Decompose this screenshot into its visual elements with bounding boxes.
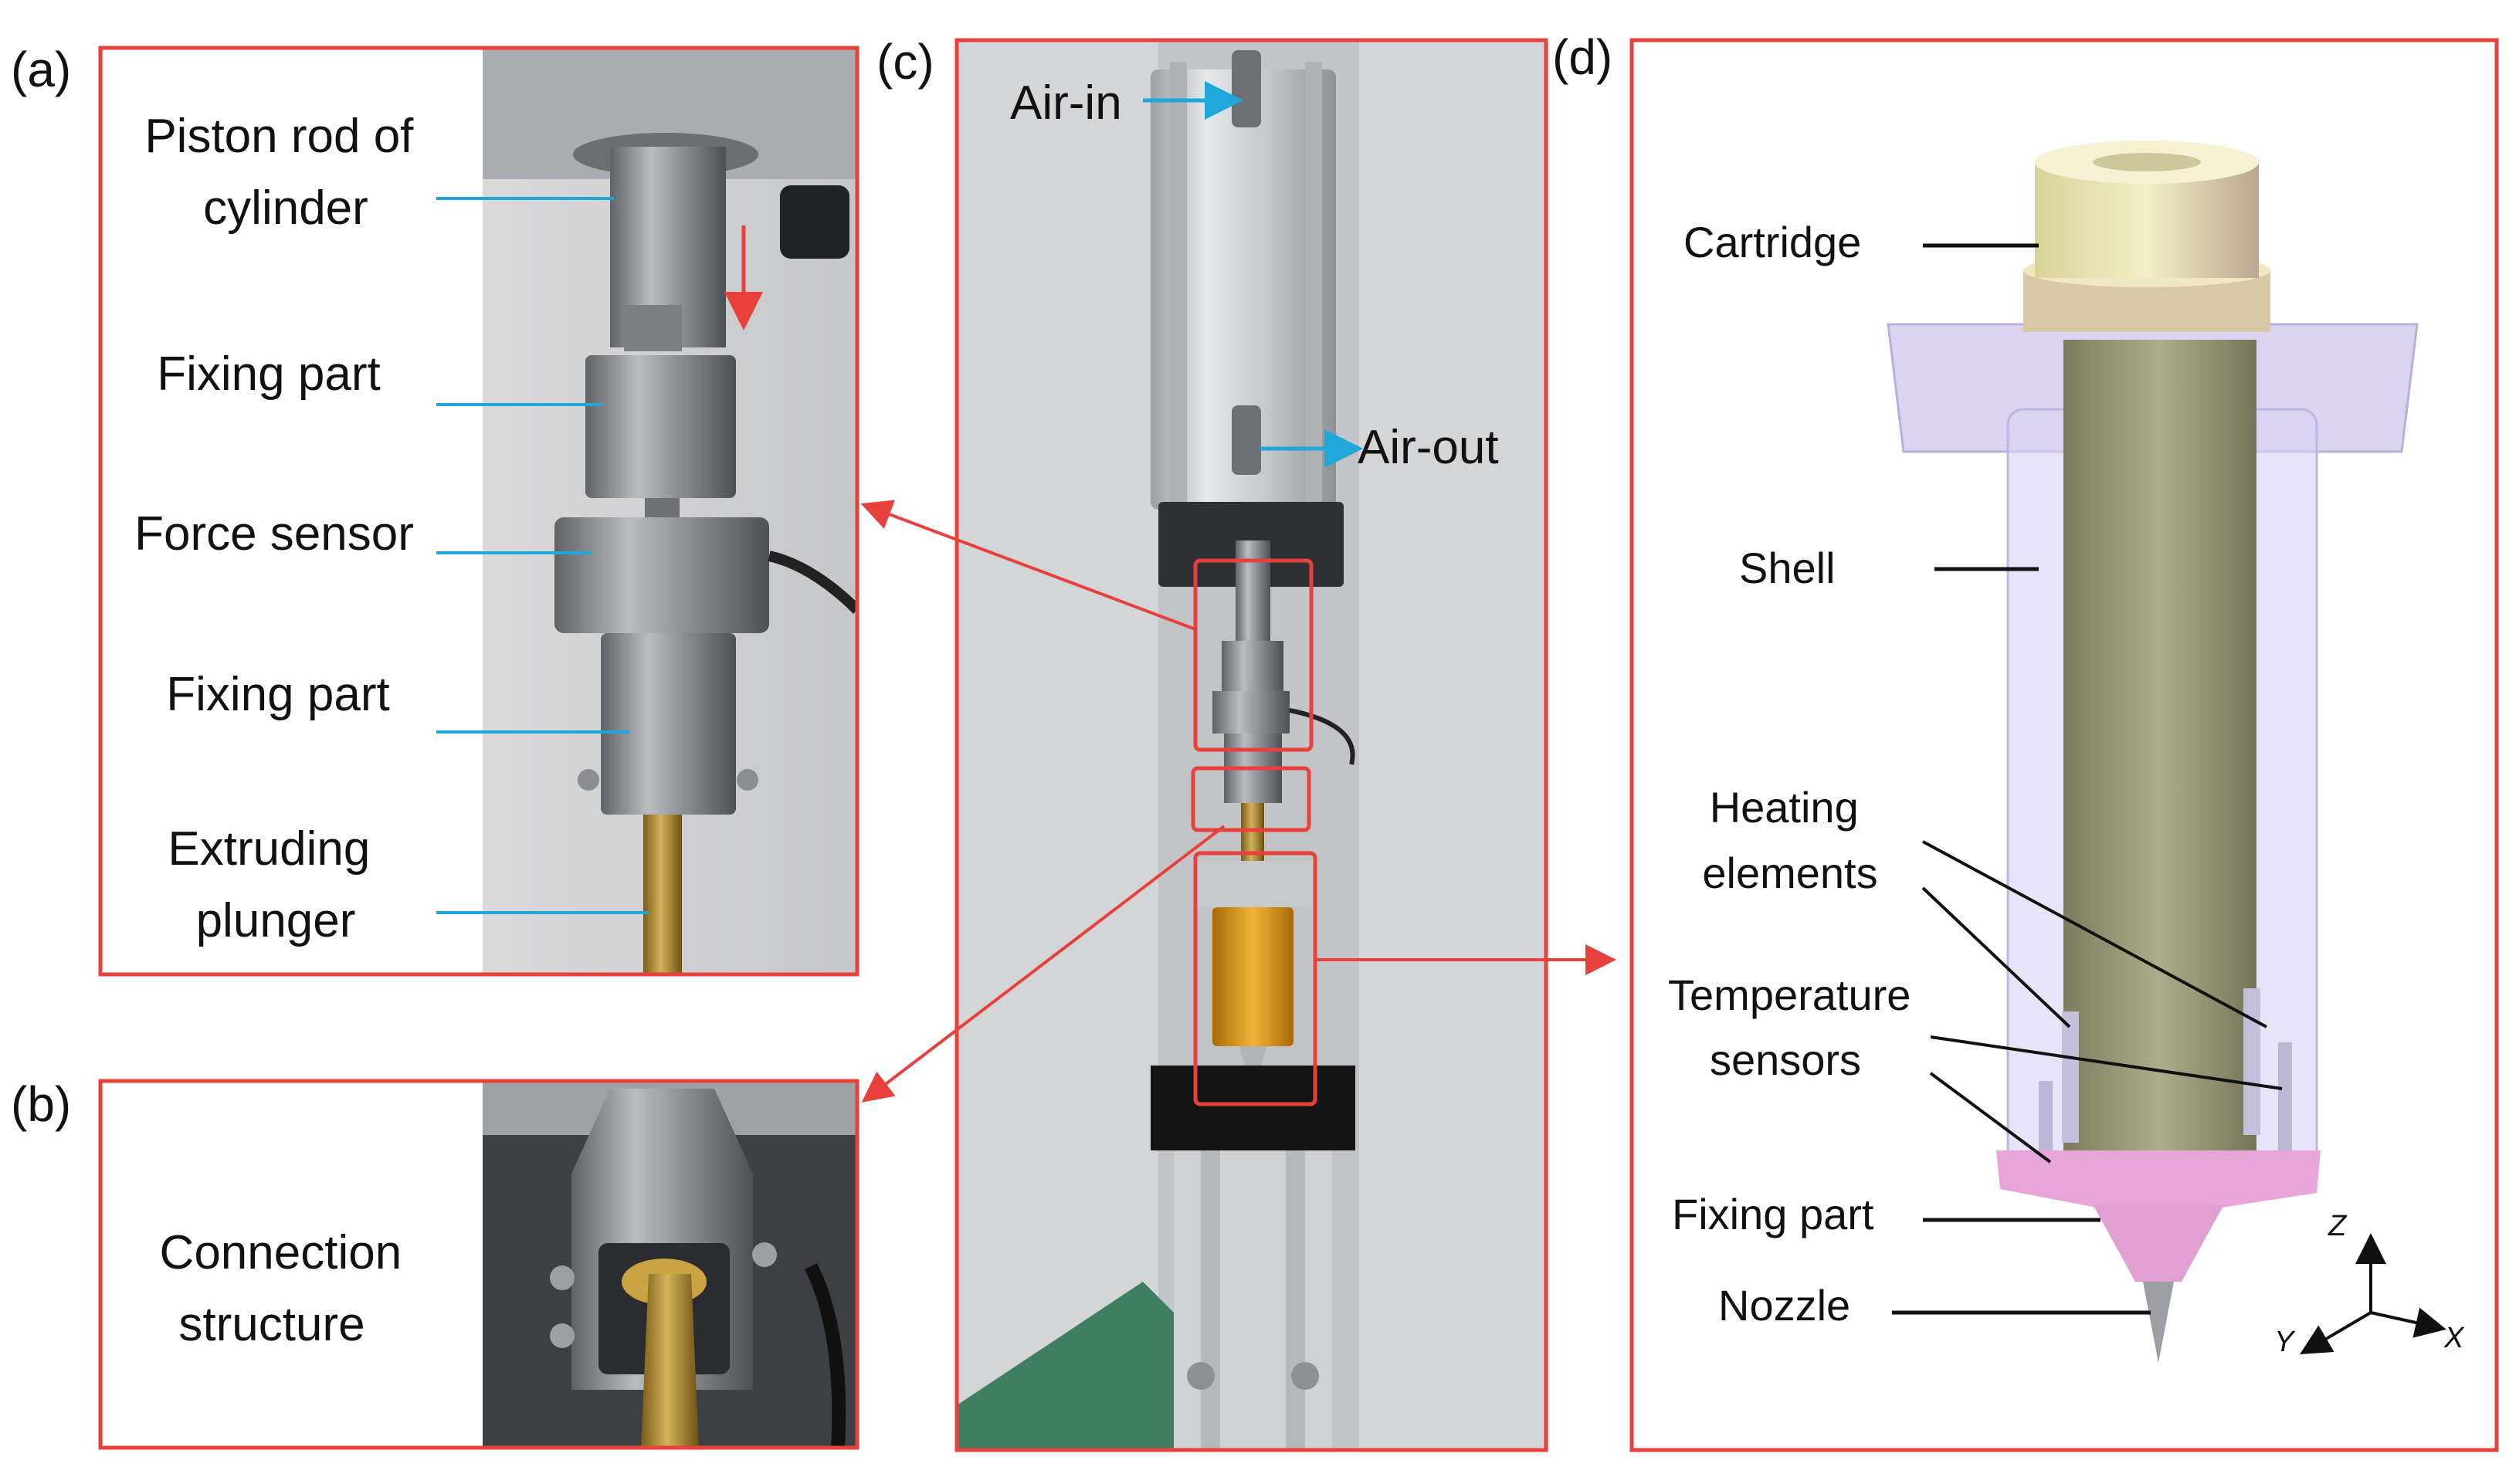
force-sensor-shape xyxy=(554,517,769,633)
panel-b-frame xyxy=(98,1079,860,1450)
photo-b xyxy=(483,1081,857,1448)
label-heating-elements: Heating elements xyxy=(1702,783,1877,897)
air-cylinder-shape xyxy=(1151,69,1336,510)
axis-x-label: X xyxy=(2443,1322,2465,1354)
axis-y-arrow xyxy=(2300,1311,2372,1355)
callout-box-b xyxy=(1191,766,1311,832)
photo-c xyxy=(957,40,1546,1450)
label-extruding-plunger: Extruding plunger xyxy=(168,822,383,947)
panel-a-frame xyxy=(98,46,860,977)
fixing-part-shape xyxy=(1996,1150,2321,1208)
label-force-sensor: Force sensor xyxy=(134,507,414,561)
panel-c: (c) Air-in Air-out xyxy=(876,34,1548,1452)
callout-box-a xyxy=(1193,558,1314,752)
panel-a: (a) Piston rod of cylinder Fixing part xyxy=(11,42,860,977)
air-in-port xyxy=(1232,50,1261,127)
label-connection-structure: Connection structure xyxy=(160,1226,415,1351)
label-cartridge: Cartridge xyxy=(1683,218,1861,266)
inner-core-shape xyxy=(2063,340,2256,1174)
panel-b-tag: (b) xyxy=(11,1076,71,1132)
connector-c-to-a xyxy=(860,500,1196,631)
leader-heating-elements-1 xyxy=(1922,840,2267,1028)
axis-triad: Z X Y xyxy=(2274,1210,2465,1358)
leader-temperature-sensors-1 xyxy=(1930,1035,2283,1090)
panel-c-tag: (c) xyxy=(876,34,934,90)
label-shell: Shell xyxy=(1739,544,1836,592)
label-air-out: Air-out xyxy=(1358,421,1499,474)
label-fixing-part-d: Fixing part xyxy=(1672,1190,1874,1238)
fixing-part-lower-shape xyxy=(601,633,736,815)
label-temperature-sensors: Temperature sensors xyxy=(1668,971,1923,1084)
callout-box-d xyxy=(1193,851,1317,1106)
axis-x-arrow xyxy=(2370,1307,2446,1338)
photo-a xyxy=(483,48,857,974)
nut-icon xyxy=(780,185,849,259)
label-air-in: Air-in xyxy=(1010,76,1122,130)
nozzle-cone-shape xyxy=(2093,1204,2224,1282)
panel-a-tag: (a) xyxy=(11,42,71,97)
axis-y-label: Y xyxy=(2274,1326,2296,1358)
air-out-port xyxy=(1232,405,1261,475)
sensor-cable xyxy=(768,551,857,614)
connector-c-to-b xyxy=(861,825,1226,1103)
fixing-part-upper-shape xyxy=(585,355,736,498)
label-fixing-part-2: Fixing part xyxy=(166,668,389,721)
leader-heating-elements-2 xyxy=(1921,886,2071,1028)
label-fixing-part-1: Fixing part xyxy=(157,347,380,401)
nozzle-tip-shape xyxy=(2143,1282,2174,1363)
axis-z-label: Z xyxy=(2328,1210,2348,1242)
panel-d: (d) Cartridge Shell xyxy=(1552,29,2499,1452)
leader-temperature-sensors-2 xyxy=(1929,1072,2052,1164)
nozzle-assembly-render xyxy=(1887,141,2419,1363)
label-nozzle: Nozzle xyxy=(1718,1281,1850,1330)
heater-sleeve-shape xyxy=(1212,907,1293,1046)
extruding-plunger-shape xyxy=(643,815,682,974)
panel-c-frame xyxy=(954,38,1548,1452)
panel-d-frame xyxy=(1629,38,2499,1452)
panel-d-tag: (d) xyxy=(1552,29,1612,85)
panel-b: (b) Connection structure xyxy=(11,1076,860,1450)
label-piston-rod: Piston rod of cylinder xyxy=(144,110,426,235)
